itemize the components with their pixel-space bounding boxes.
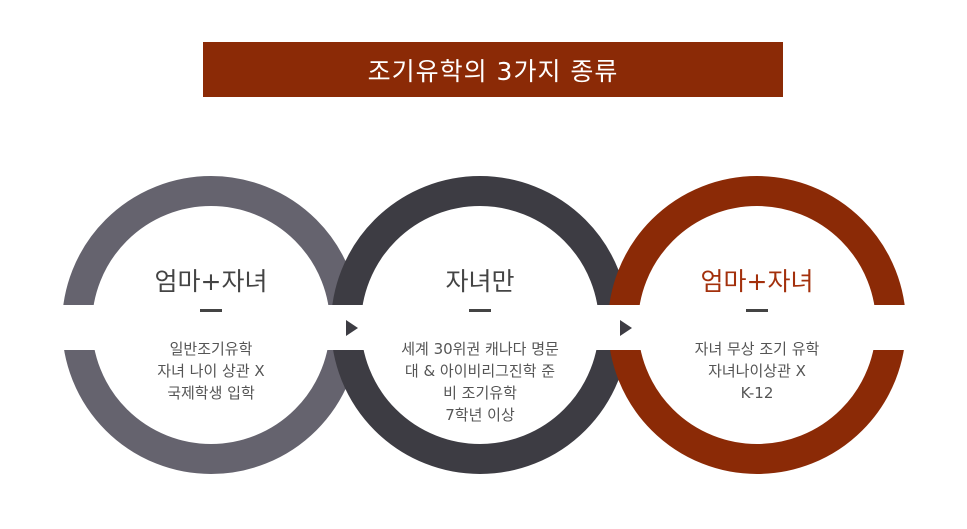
item-line: 대 & 아이비리그진학 준 bbox=[404, 362, 556, 380]
divider bbox=[469, 309, 491, 312]
item-heading: 자녀만 bbox=[445, 267, 515, 296]
gap-band bbox=[40, 305, 930, 350]
item-line: 자녀나이상관 X bbox=[708, 362, 806, 380]
divider bbox=[200, 309, 222, 312]
item-line: 국제학생 입학 bbox=[167, 384, 255, 402]
page-title: 조기유학의 3가지 종류 bbox=[203, 42, 783, 97]
arrow-right-icon bbox=[346, 320, 358, 336]
item-heading: 엄마+자녀 bbox=[700, 267, 814, 296]
item-3: 엄마+자녀 자녀 무상 조기 유학 자녀나이상관 X K-12 bbox=[637, 265, 877, 404]
item-line: 자녀 나이 상관 X bbox=[157, 362, 265, 380]
item-line: 자녀 무상 조기 유학 bbox=[694, 340, 820, 358]
item-1: 엄마+자녀 일반조기유학 자녀 나이 상관 X 국제학생 입학 bbox=[91, 265, 331, 404]
item-line: 비 조기유학 bbox=[443, 384, 517, 402]
item-line: 일반조기유학 bbox=[169, 340, 253, 358]
item-heading: 엄마+자녀 bbox=[154, 267, 268, 296]
arrow-right-icon bbox=[620, 320, 632, 336]
divider bbox=[746, 309, 768, 312]
item-2: 자녀만 세계 30위권 캐나다 명문 대 & 아이비리그진학 준 비 조기유학 … bbox=[360, 265, 600, 426]
item-line: 세계 30위권 캐나다 명문 bbox=[401, 340, 559, 358]
item-line: 7학년 이상 bbox=[445, 406, 515, 424]
item-line: K-12 bbox=[740, 384, 774, 402]
